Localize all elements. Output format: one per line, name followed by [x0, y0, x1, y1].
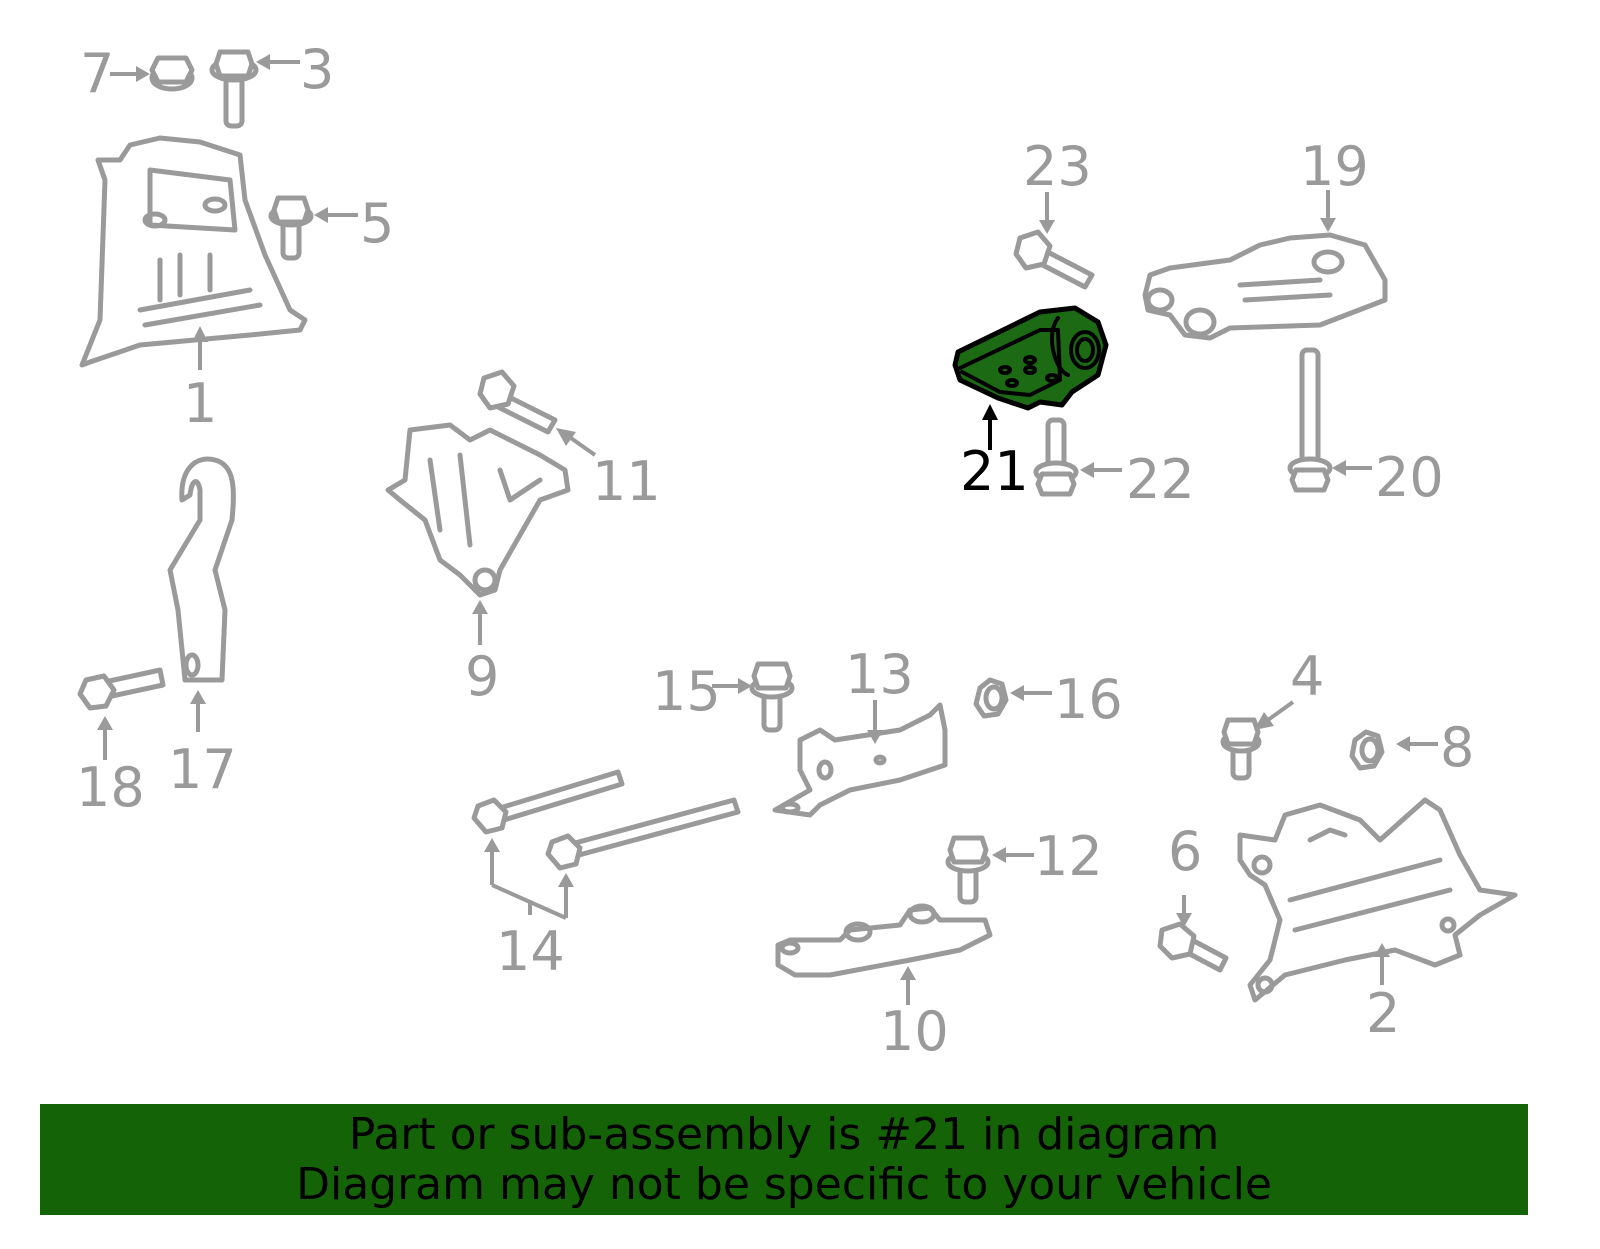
callout-23[interactable]: 23 [1023, 135, 1092, 198]
callout-22[interactable]: 22 [1126, 448, 1195, 511]
callout-6[interactable]: 6 [1168, 820, 1202, 883]
part-5-bolt-icon[interactable] [268, 195, 314, 261]
callout-20[interactable]: 20 [1375, 446, 1444, 509]
callout-17[interactable]: 17 [168, 738, 237, 801]
parts-diagram: 7 3 1 5 17 18 11 [76, 38, 1518, 1063]
callout-19[interactable]: 19 [1300, 135, 1369, 198]
part-19-engine-mount-icon[interactable] [1142, 232, 1388, 341]
part-13-bracket-icon[interactable] [772, 702, 948, 818]
part-18-bolt-icon[interactable] [77, 667, 166, 711]
callout-15[interactable]: 15 [652, 660, 721, 723]
callout-4[interactable]: 4 [1290, 645, 1324, 708]
part-3-bolt-icon[interactable] [209, 49, 259, 129]
callout-9[interactable]: 9 [465, 645, 499, 708]
callout-11[interactable]: 11 [592, 450, 661, 513]
callout-8[interactable]: 8 [1440, 716, 1474, 779]
part-1-engine-mount-icon[interactable] [79, 135, 308, 368]
callout-21[interactable]: 21 [960, 440, 1029, 503]
part-7-nut-icon[interactable] [149, 55, 195, 92]
callout-16[interactable]: 16 [1054, 668, 1123, 731]
callout-10[interactable]: 10 [880, 1000, 949, 1063]
callout-5[interactable]: 5 [360, 192, 394, 255]
part-20-long-bolt-icon[interactable] [1287, 347, 1333, 493]
part-info-banner: Part or sub-assembly is #21 in diagram D… [40, 1104, 1528, 1215]
part-16-nut-icon[interactable] [973, 677, 1009, 719]
banner-part-line: Part or sub-assembly is #21 in diagram [348, 1108, 1220, 1160]
callout-12[interactable]: 12 [1034, 825, 1103, 888]
callout-2[interactable]: 2 [1366, 982, 1400, 1045]
part-11-bolt-icon[interactable] [477, 369, 558, 435]
callout-7[interactable]: 7 [80, 42, 114, 105]
part-21-mount-highlighted-icon[interactable] [952, 305, 1109, 411]
part-9-bracket-icon[interactable] [385, 422, 571, 598]
part-22-bolt-icon[interactable] [1033, 417, 1079, 497]
callout-3[interactable]: 3 [300, 38, 334, 101]
part-15-bolt-icon[interactable] [749, 661, 795, 733]
part-12-bolt-icon[interactable] [945, 835, 991, 905]
callout-18[interactable]: 18 [76, 756, 145, 819]
part-8-nut-icon[interactable] [1349, 729, 1385, 771]
part-17-bracket-icon[interactable] [167, 456, 236, 683]
part-2-transmission-mount-icon[interactable] [1237, 797, 1518, 1003]
part-10-plate-icon[interactable] [775, 903, 993, 978]
part-6-bolt-icon[interactable] [1157, 921, 1229, 973]
part-4-bolt-icon[interactable] [1220, 717, 1262, 781]
banner-disclaimer-line: Diagram may not be specific to your vehi… [296, 1158, 1272, 1210]
callout-13[interactable]: 13 [845, 643, 914, 706]
callout-1[interactable]: 1 [183, 372, 217, 435]
callout-14[interactable]: 14 [496, 920, 565, 983]
part-23-bolt-icon[interactable] [1013, 229, 1095, 290]
part-14-long-bolts-icon[interactable] [471, 769, 741, 871]
